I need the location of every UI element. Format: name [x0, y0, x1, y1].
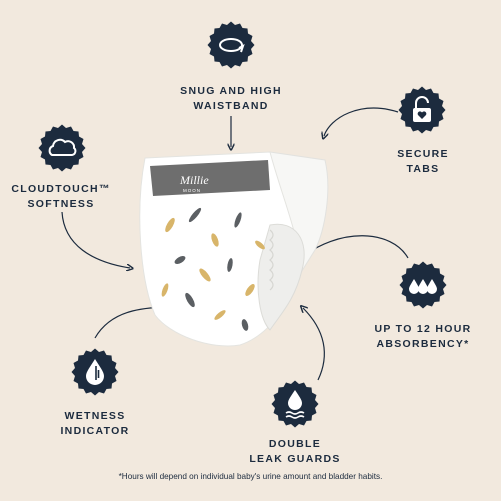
- diaper-brand: Millie: [179, 173, 209, 187]
- wetness-label: WETNESS INDICATOR: [60, 410, 130, 437]
- diaper-sub: MOON: [183, 188, 201, 193]
- leak-connector: [303, 308, 325, 381]
- drop-indicator-icon: [69, 346, 121, 398]
- cloud-icon: [36, 122, 88, 174]
- tabs-connector: [324, 107, 399, 136]
- lock-heart-icon: [396, 84, 448, 136]
- rotate-arrow-icon: [205, 19, 257, 71]
- leak-label: DOUBLE LEAK GUARDS: [249, 438, 341, 465]
- softness-label: CLOUDTOUCH™ SOFTNESS: [11, 183, 111, 210]
- three-drops-icon: [397, 259, 449, 311]
- diaper-image: Millie MOON: [120, 130, 350, 360]
- leaf-pattern: [161, 207, 265, 331]
- softness-connector: [61, 211, 130, 268]
- drop-waves-icon: [269, 378, 321, 430]
- waistband-label: SNUG AND HIGH WAISTBAND: [180, 85, 282, 112]
- absorbency-label: UP TO 12 HOUR ABSORBENCY*: [374, 323, 472, 350]
- tabs-label: SECURE TABS: [397, 148, 449, 175]
- footnote: *Hours will depend on individual baby's …: [118, 472, 383, 481]
